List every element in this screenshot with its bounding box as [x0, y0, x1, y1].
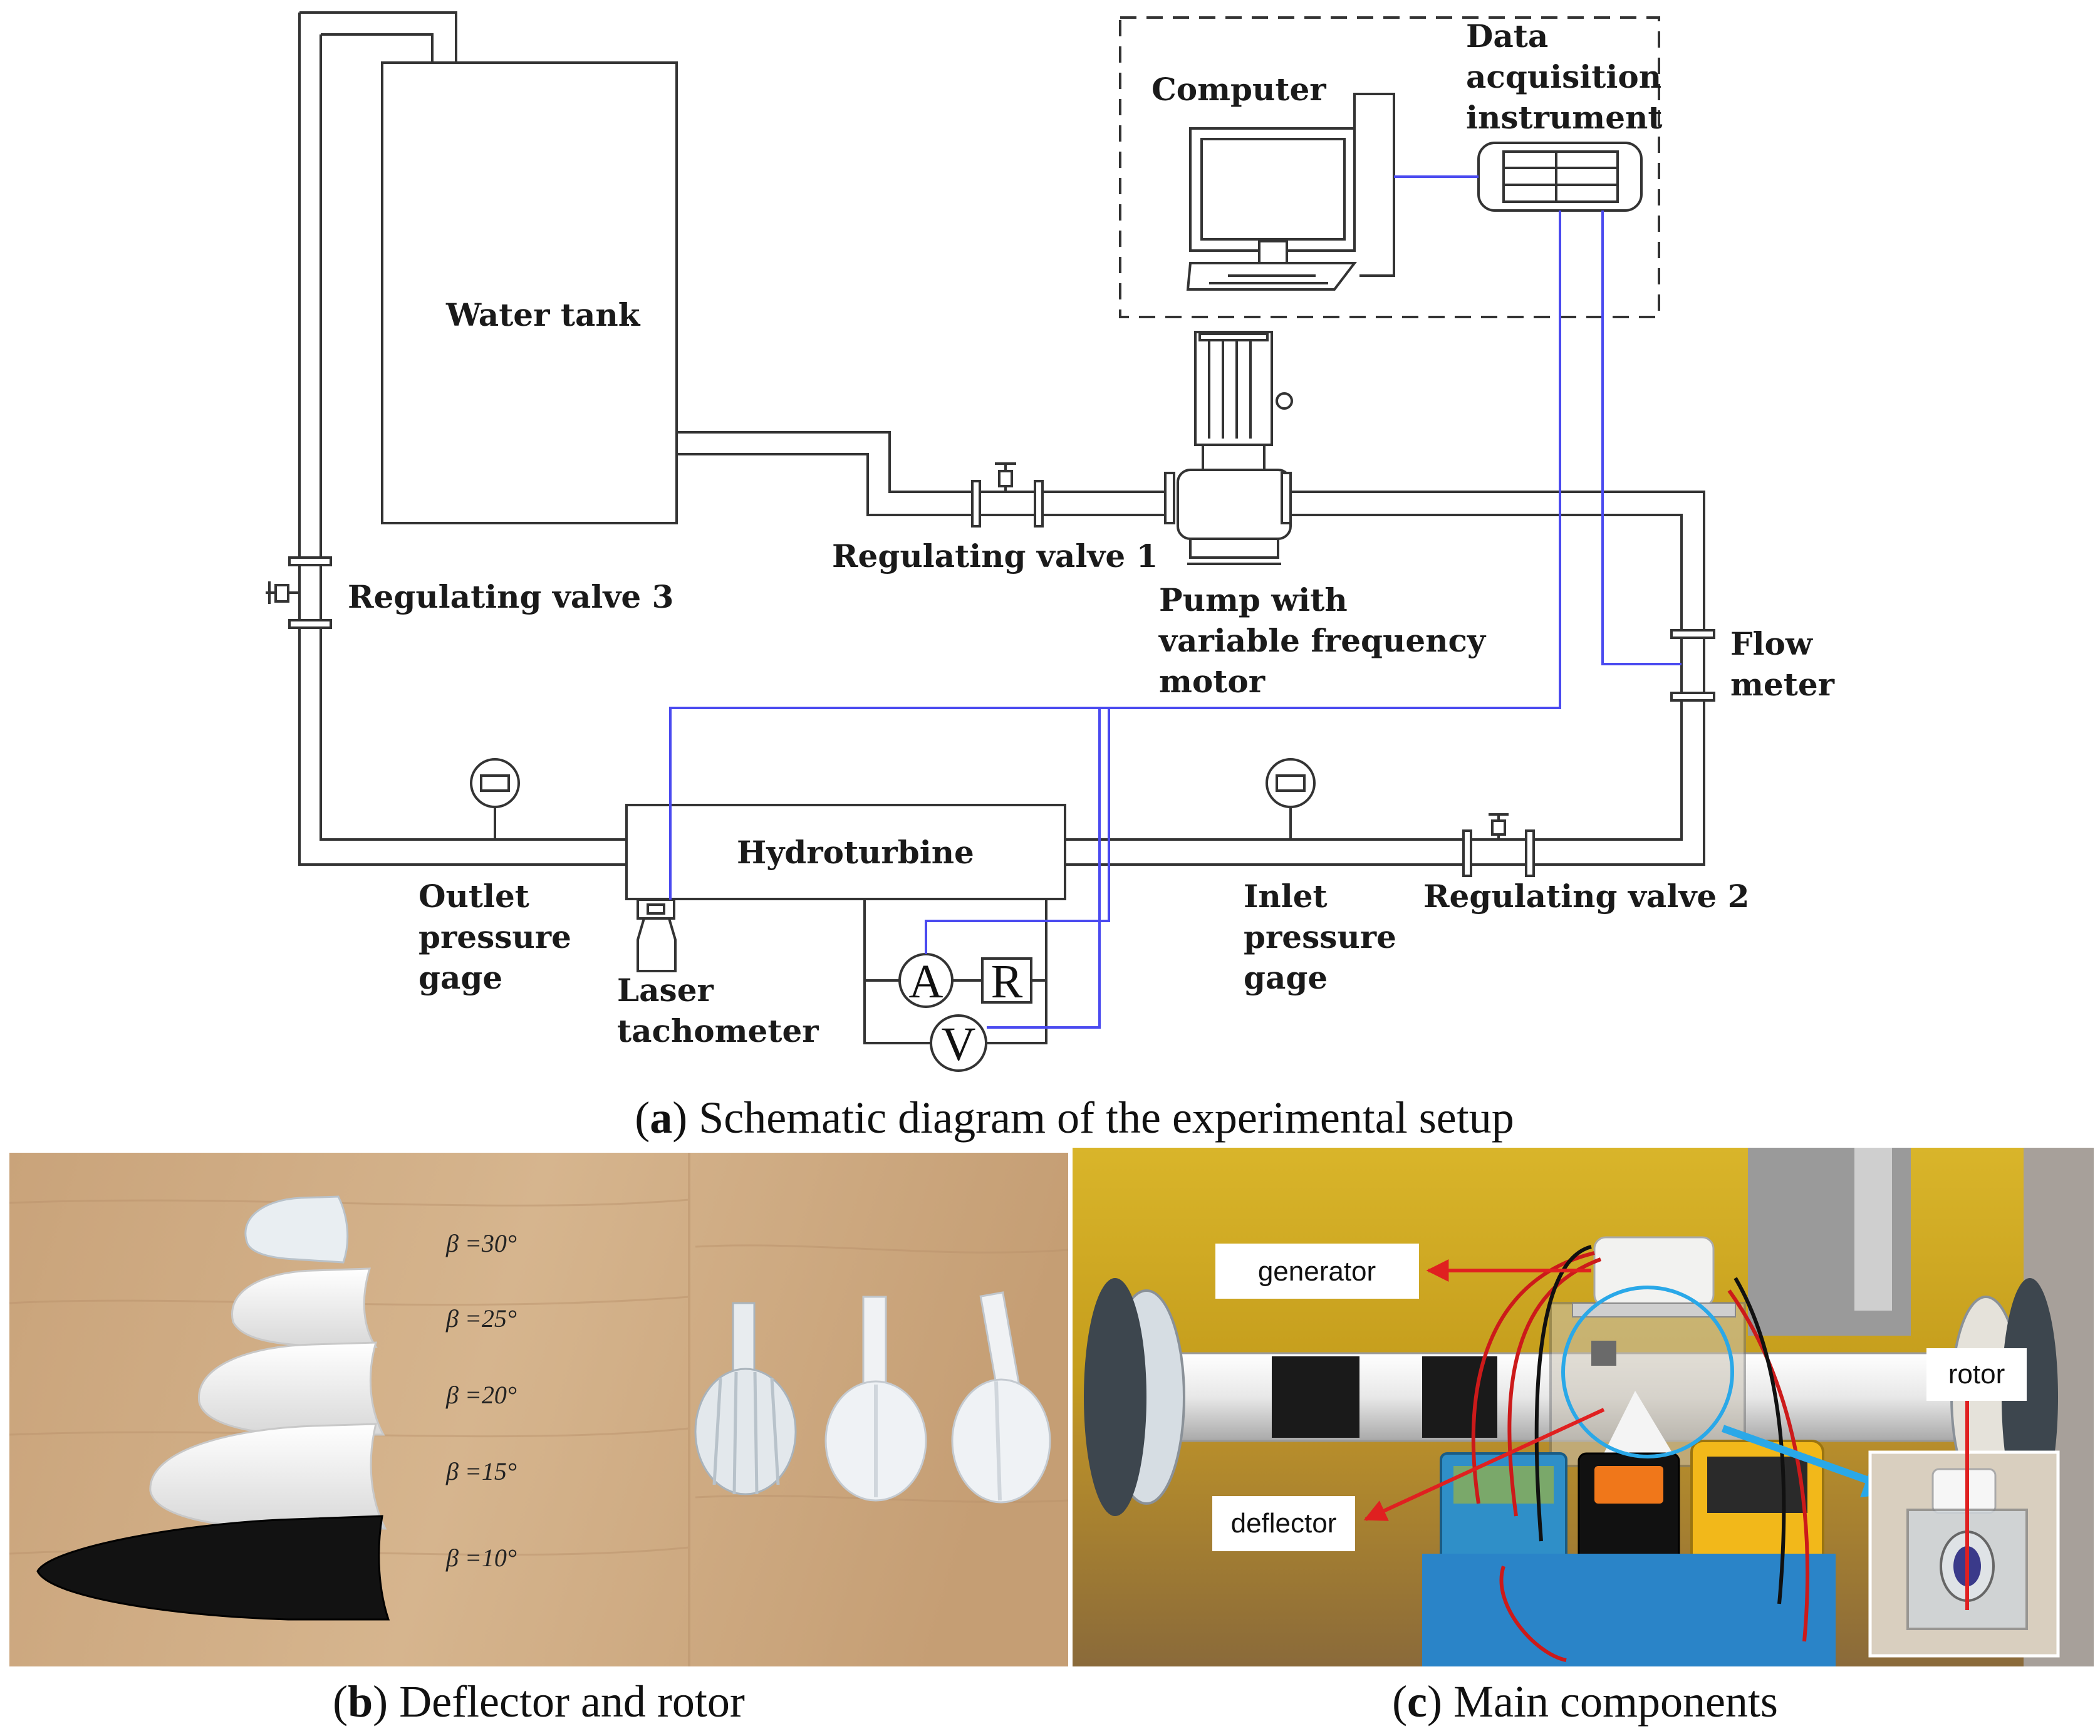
tag-rotor: rotor — [1926, 1348, 2027, 1401]
label-voltmeter: V — [942, 1018, 976, 1071]
label-inlet-3: gage — [1244, 959, 1328, 996]
label-resistor: R — [991, 955, 1023, 1008]
label-inlet-1: Inlet — [1244, 878, 1328, 915]
label-outlet-2: pressure — [418, 918, 571, 955]
label-daq-1: Data — [1466, 18, 1548, 55]
hydroturbine — [625, 804, 1066, 900]
tag-rotor-text: rotor — [1948, 1359, 2005, 1390]
caption-c-letter: c — [1407, 1676, 1427, 1727]
computer — [1186, 93, 1395, 291]
deflector-10 — [36, 1515, 390, 1621]
label-laser-1: Laser — [617, 972, 714, 1009]
photo-main-components: generator rotor deflector — [1073, 1148, 2094, 1666]
rotor-transparent — [694, 1302, 797, 1495]
label-flow-1: Flow — [1730, 625, 1814, 662]
water-tank — [381, 61, 678, 524]
inlet-pressure-gage — [1266, 758, 1316, 839]
caption-c: (c) Main components — [1392, 1676, 1778, 1727]
tag-generator-text: generator — [1258, 1256, 1376, 1287]
rotor-white-1 — [824, 1296, 927, 1502]
deflector-15 — [149, 1423, 387, 1530]
left-return-pipe — [298, 13, 626, 866]
label-outlet-1: Outlet — [418, 878, 529, 915]
outlet-pressure-gage — [470, 758, 520, 839]
caption-a-text: Schematic diagram of the experimental se… — [687, 1093, 1514, 1143]
label-valve-2: Regulating valve 2 — [1423, 878, 1749, 915]
data-acquisition-instrument — [1477, 142, 1643, 212]
caption-c-text: Main components — [1442, 1676, 1778, 1727]
tag-deflector-text: deflector — [1231, 1508, 1337, 1539]
caption-b-letter: b — [348, 1676, 373, 1727]
label-valve-1: Regulating valve 1 — [832, 538, 1158, 574]
rotor-inset-photo — [1868, 1363, 2060, 1658]
regulating-valve-3 — [266, 556, 332, 629]
pump-to-flowmeter-pipe — [1065, 491, 1705, 866]
photo-deflector-rotor: β =30° β =25° β =20° β =15° β =10° — [9, 1153, 1069, 1666]
label-computer: Computer — [1151, 71, 1326, 108]
angle-label-25: β =25° — [445, 1304, 517, 1333]
tag-deflector: deflector — [1212, 1408, 1605, 1551]
angle-label-15: β =15° — [445, 1457, 517, 1485]
computer-enclosure — [1119, 16, 1660, 318]
rotor-white-2 — [951, 1291, 1051, 1504]
angle-label-10: β =10° — [445, 1544, 517, 1572]
regulating-valve-1 — [971, 462, 1044, 528]
regulating-valve-2 — [1462, 813, 1535, 877]
caption-b-text: Deflector and rotor — [388, 1676, 745, 1727]
tank-to-pump-pipe — [677, 431, 1165, 516]
tag-generator: generator — [1215, 1244, 1591, 1299]
caption-a-letter: a — [650, 1093, 672, 1143]
measurement-circuit — [863, 899, 1047, 1072]
label-pump-3: motor — [1159, 663, 1266, 700]
caption-a: (a) Schematic diagram of the experimenta… — [635, 1093, 1514, 1143]
caption-b: (b) Deflector and rotor — [333, 1676, 745, 1727]
signal-wires — [669, 175, 1682, 1029]
label-daq-2: acquisition — [1466, 58, 1661, 95]
deflector-20 — [198, 1341, 385, 1436]
label-outlet-3: gage — [418, 959, 502, 996]
laser-tachometer — [637, 898, 677, 972]
schematic-labels: Water tank Computer Data acquisition ins… — [348, 18, 1835, 1071]
label-valve-3: Regulating valve 3 — [348, 578, 673, 615]
label-ammeter: A — [909, 955, 943, 1008]
tank-top-pipe — [299, 11, 457, 63]
label-flow-2: meter — [1730, 666, 1835, 703]
label-water-tank: Water tank — [445, 296, 641, 333]
label-daq-3: instrument — [1466, 99, 1662, 136]
deflector-30 — [244, 1195, 349, 1264]
voltmeter — [930, 1014, 987, 1072]
deflector-25 — [231, 1267, 378, 1348]
flow-meter — [1670, 629, 1715, 702]
label-inlet-2: pressure — [1244, 918, 1396, 955]
pump-with-motor — [1164, 331, 1293, 565]
schematic-diagram — [266, 11, 1715, 1072]
highlight-circle — [1561, 1286, 1734, 1458]
label-pump-1: Pump with — [1159, 581, 1348, 618]
label-laser-2: tachometer — [617, 1012, 819, 1049]
label-pump-2: variable frequency — [1158, 622, 1487, 659]
angle-label-20: β =20° — [445, 1381, 517, 1409]
angle-label-30: β =30° — [445, 1229, 517, 1257]
label-hydroturbine: Hydroturbine — [737, 834, 974, 871]
